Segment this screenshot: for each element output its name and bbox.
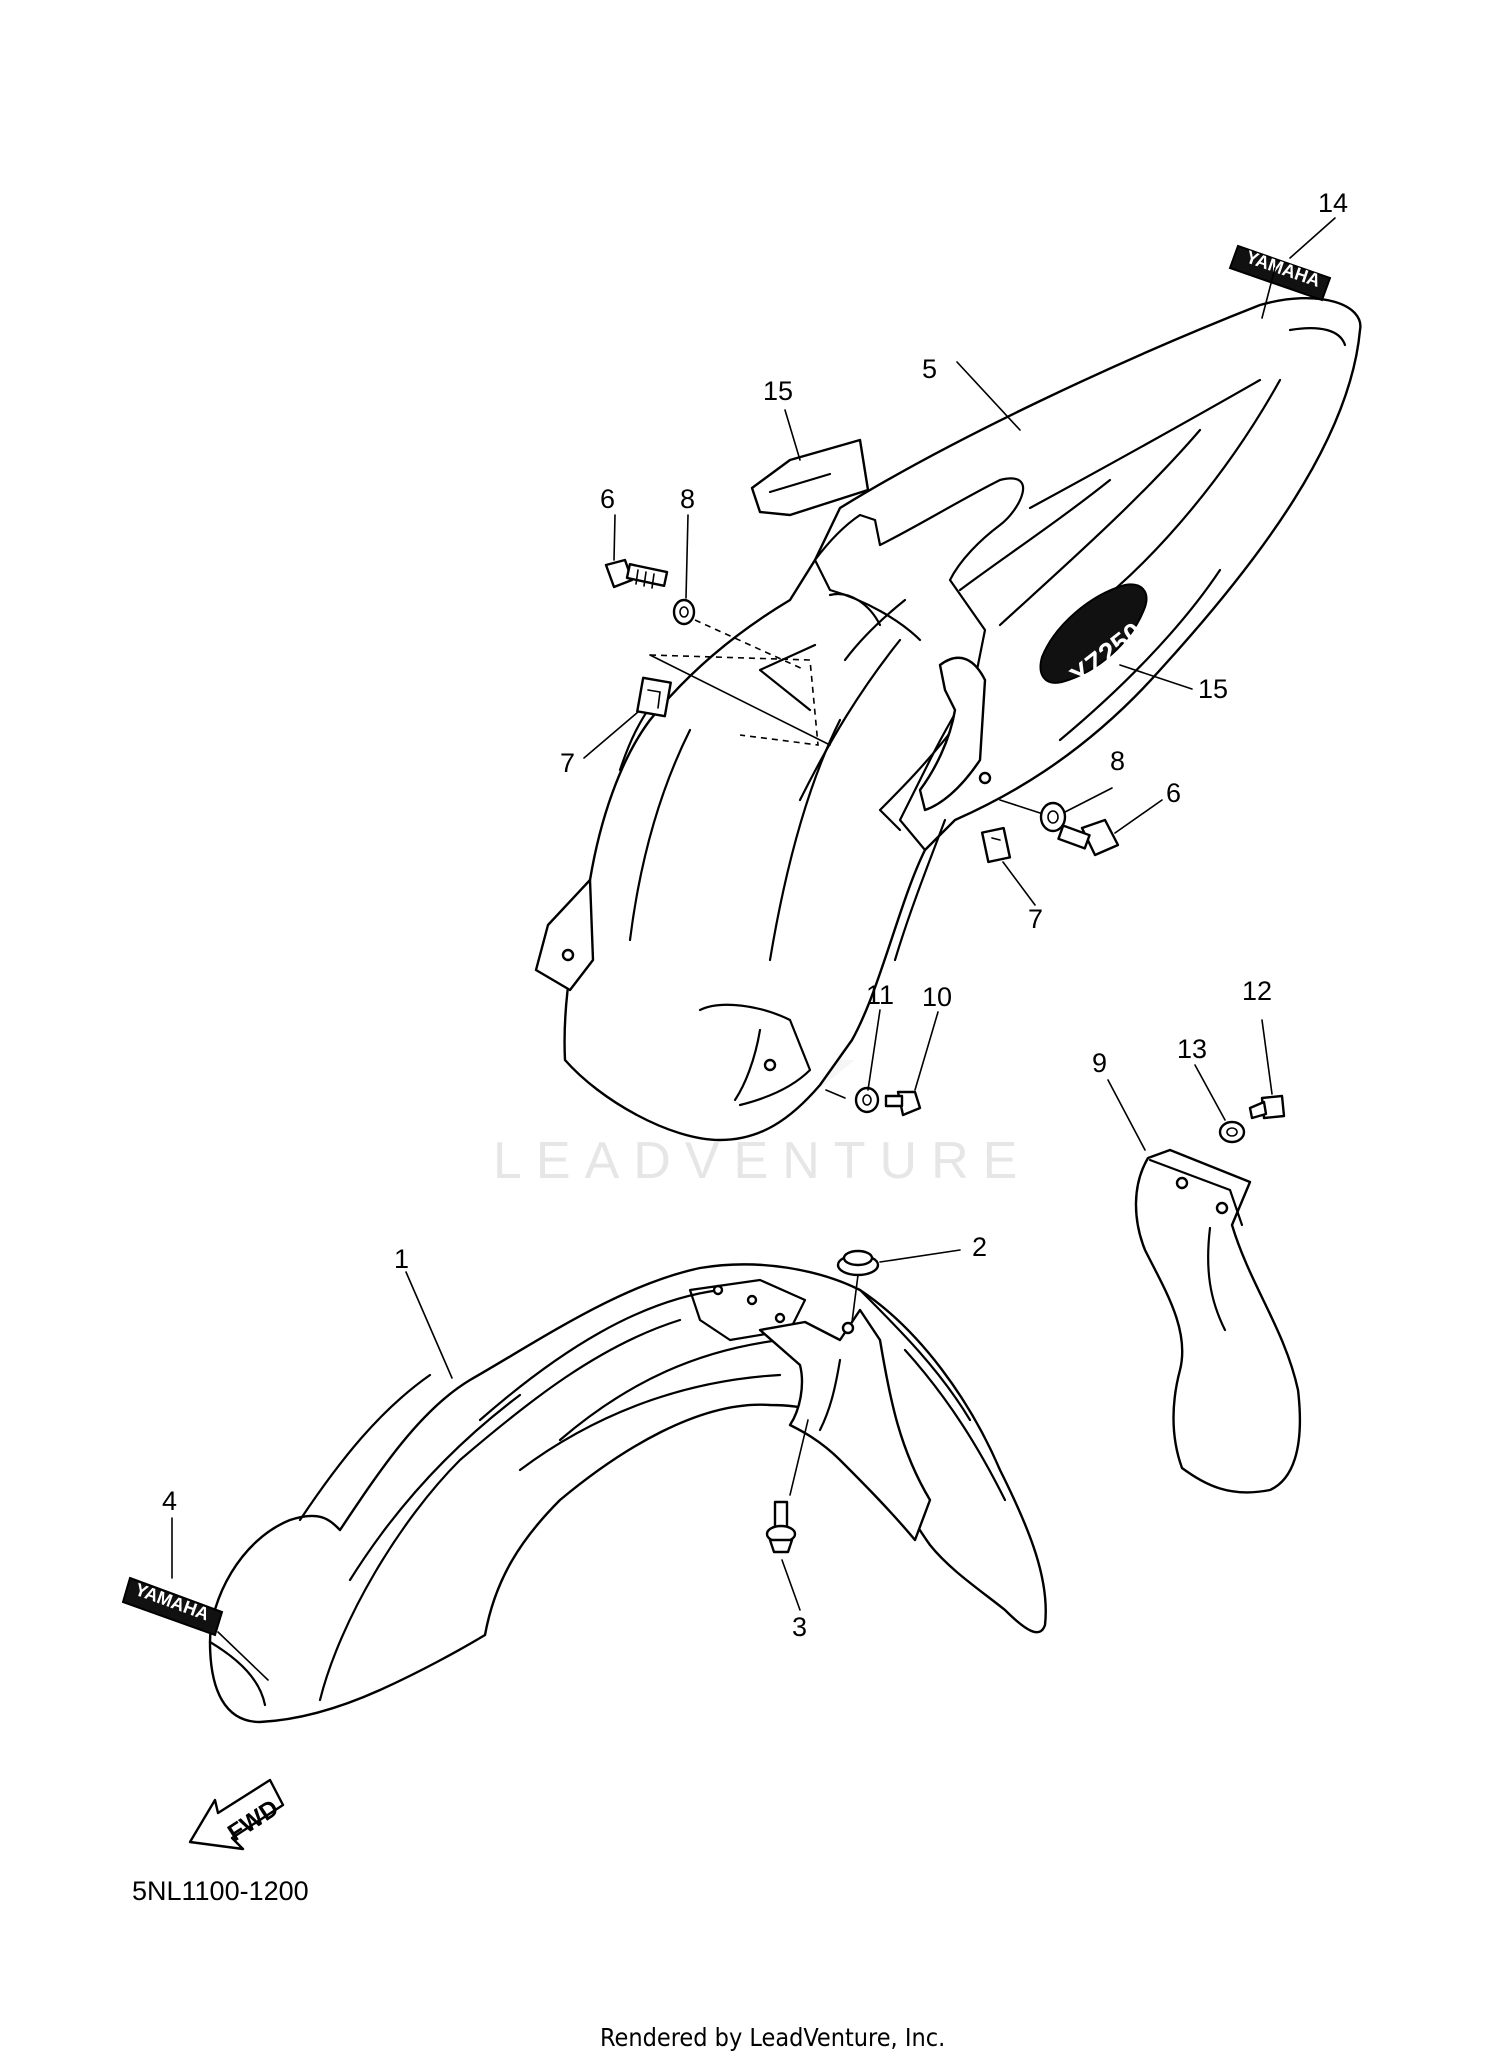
fwd-direction-arrow-icon: FWD	[188, 1778, 285, 1851]
part-3-bolt[interactable]	[765, 1500, 797, 1554]
callout-labels: 1 2 3 4 5 6 6 7 7 8 8 9 10 11 12 13 14 1…	[162, 188, 1348, 1642]
callout-6-upper: 6	[600, 484, 615, 514]
callout-6-right: 6	[1166, 778, 1181, 808]
callout-9: 9	[1092, 1048, 1107, 1078]
callout-15-side: 15	[1198, 674, 1228, 704]
callout-4: 4	[162, 1486, 177, 1516]
part-6-bolt-right[interactable]	[1057, 818, 1120, 857]
part-6-bolt-upper[interactable]	[604, 558, 669, 589]
render-credit: Rendered by LeadVenture, Inc.	[600, 2023, 945, 2052]
part-1-front-fender[interactable]	[208, 1263, 1047, 1724]
callout-7-right: 7	[1028, 904, 1043, 934]
part-13-washer[interactable]	[1218, 1120, 1246, 1144]
callout-15-top: 15	[763, 376, 793, 406]
part-15-shield-decal[interactable]	[750, 438, 870, 517]
front-leaders	[171, 1249, 961, 1681]
callout-2: 2	[972, 1232, 987, 1262]
callout-3: 3	[792, 1612, 807, 1642]
part-7-clip-nut-upper[interactable]	[636, 676, 672, 718]
callout-5: 5	[922, 354, 937, 384]
part-9-mud-flap[interactable]	[1134, 1148, 1302, 1494]
part-12-screw[interactable]	[1248, 1094, 1286, 1120]
part-5-rear-fender[interactable]	[534, 297, 1362, 1142]
part-7-clip-nut-right[interactable]	[980, 826, 1012, 864]
part-10-bolt[interactable]	[884, 1090, 922, 1117]
part-2-grommet[interactable]	[836, 1249, 880, 1277]
part-11-collar[interactable]	[854, 1086, 880, 1114]
part-8-washer-right[interactable]	[1039, 801, 1067, 833]
callout-13: 13	[1177, 1034, 1207, 1064]
part-8-washer-upper[interactable]	[672, 598, 696, 626]
part-4-front-decal[interactable]: YAMAHA	[121, 1576, 224, 1637]
rear-leaders	[583, 217, 1336, 1099]
callout-10: 10	[922, 982, 952, 1012]
callout-11: 11	[866, 980, 894, 1010]
callout-7-left: 7	[560, 748, 575, 778]
callout-8-upper: 8	[680, 484, 695, 514]
callout-8-right: 8	[1110, 746, 1125, 776]
mudflap-leaders	[1107, 1019, 1273, 1151]
callout-14: 14	[1318, 188, 1348, 218]
part-14-yamaha-decal[interactable]: YAMAHA	[1228, 244, 1332, 302]
watermark-text: LEADVENTURE	[493, 1132, 1031, 1190]
callout-1: 1	[394, 1244, 409, 1274]
diagram-part-code: 5NL1100-1200	[132, 1876, 309, 1906]
callout-12: 12	[1242, 976, 1272, 1006]
